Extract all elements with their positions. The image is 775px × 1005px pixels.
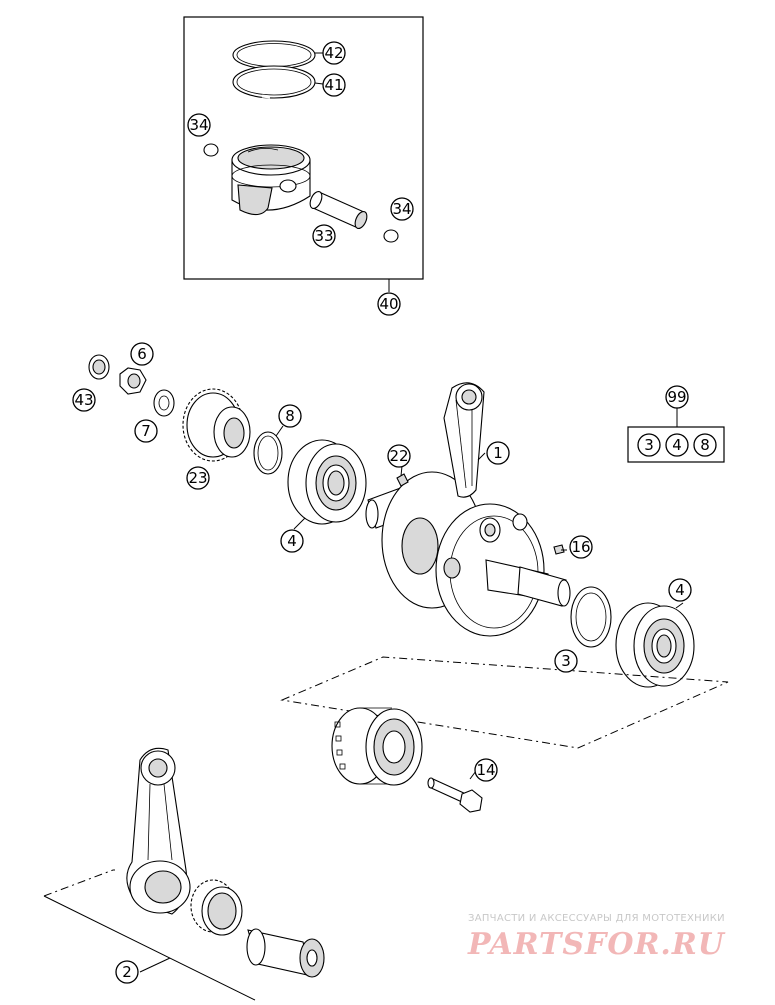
connecting-rod bbox=[126, 747, 191, 915]
callout-22: 22 bbox=[387, 444, 411, 468]
svg-text:34: 34 bbox=[189, 116, 208, 134]
piston-ring-upper bbox=[232, 40, 316, 70]
crank-pin bbox=[246, 928, 325, 978]
shim-washer bbox=[570, 586, 612, 648]
callout-4-left: 4 bbox=[280, 529, 304, 553]
callout-23: 23 bbox=[186, 466, 210, 490]
main-bearing-left bbox=[287, 439, 367, 525]
callout-4-right: 4 bbox=[668, 578, 692, 602]
callout-14: 14 bbox=[474, 758, 498, 782]
oil-seal-small bbox=[88, 354, 110, 380]
svg-text:16: 16 bbox=[571, 538, 590, 556]
svg-text:14: 14 bbox=[476, 761, 495, 779]
svg-text:2: 2 bbox=[122, 963, 132, 981]
callout-16: 16 bbox=[569, 535, 593, 559]
woodruff-key-16 bbox=[553, 544, 565, 555]
svg-text:7: 7 bbox=[141, 422, 151, 440]
callout-1: 1 bbox=[486, 441, 510, 465]
callout-6: 6 bbox=[130, 342, 154, 366]
o-ring bbox=[253, 431, 283, 475]
callout-42: 42 bbox=[322, 41, 346, 65]
kit-item-4: 4 bbox=[665, 433, 689, 457]
callout-41: 41 bbox=[322, 73, 346, 97]
woodruff-key-22 bbox=[396, 473, 409, 487]
callout-7: 7 bbox=[134, 419, 158, 443]
svg-text:6: 6 bbox=[137, 345, 147, 363]
svg-text:34: 34 bbox=[392, 200, 411, 218]
assembly-group-outline bbox=[280, 656, 729, 749]
svg-text:8: 8 bbox=[285, 407, 295, 425]
svg-text:22: 22 bbox=[389, 447, 408, 465]
watermark-tagline: ЗАПЧАСТИ И АКСЕССУАРЫ ДЛЯ МОТОТЕХНИКИ bbox=[468, 913, 725, 924]
callout-34-right: 34 bbox=[390, 197, 414, 221]
svg-text:4: 4 bbox=[287, 532, 297, 550]
callout-40: 40 bbox=[377, 292, 401, 316]
callout-2: 2 bbox=[115, 960, 139, 984]
svg-text:43: 43 bbox=[74, 391, 93, 409]
kit-item-3: 3 bbox=[637, 433, 661, 457]
conrod-group-outline-top bbox=[43, 869, 114, 897]
watermark-logo: PARTSFOR.RU bbox=[468, 927, 725, 962]
svg-text:4: 4 bbox=[672, 436, 682, 454]
piston-pin-circlip-left bbox=[203, 143, 219, 157]
callout-3: 3 bbox=[554, 649, 578, 673]
svg-text:3: 3 bbox=[561, 652, 571, 670]
piston-pin-circlip-right bbox=[383, 229, 399, 243]
kit-item-8: 8 bbox=[693, 433, 717, 457]
svg-text:33: 33 bbox=[314, 227, 333, 245]
piston-ring-lower bbox=[232, 65, 316, 99]
svg-text:41: 41 bbox=[324, 76, 343, 94]
big-end-needle-bearing bbox=[190, 879, 243, 936]
svg-text:3: 3 bbox=[644, 436, 654, 454]
svg-text:4: 4 bbox=[675, 581, 685, 599]
bolt bbox=[427, 777, 483, 813]
callout-99: 99 bbox=[665, 385, 689, 409]
svg-text:8: 8 bbox=[700, 436, 710, 454]
needle-bearing-cage-assembly bbox=[331, 707, 423, 786]
svg-text:1: 1 bbox=[493, 444, 503, 462]
svg-text:40: 40 bbox=[379, 295, 398, 313]
callout-33: 33 bbox=[312, 224, 336, 248]
piston-kit-frame bbox=[183, 16, 424, 280]
hex-nut bbox=[119, 367, 147, 395]
svg-text:99: 99 bbox=[667, 388, 686, 406]
main-bearing-right bbox=[615, 602, 695, 688]
svg-text:23: 23 bbox=[188, 469, 207, 487]
lock-washer bbox=[153, 389, 175, 417]
piston-pin bbox=[309, 190, 368, 230]
crankshaft bbox=[365, 382, 571, 637]
svg-text:42: 42 bbox=[324, 44, 343, 62]
primary-gear bbox=[182, 388, 251, 462]
callout-43: 43 bbox=[72, 388, 96, 412]
callout-34-left: 34 bbox=[187, 113, 211, 137]
callout-8: 8 bbox=[278, 404, 302, 428]
piston bbox=[231, 144, 311, 216]
